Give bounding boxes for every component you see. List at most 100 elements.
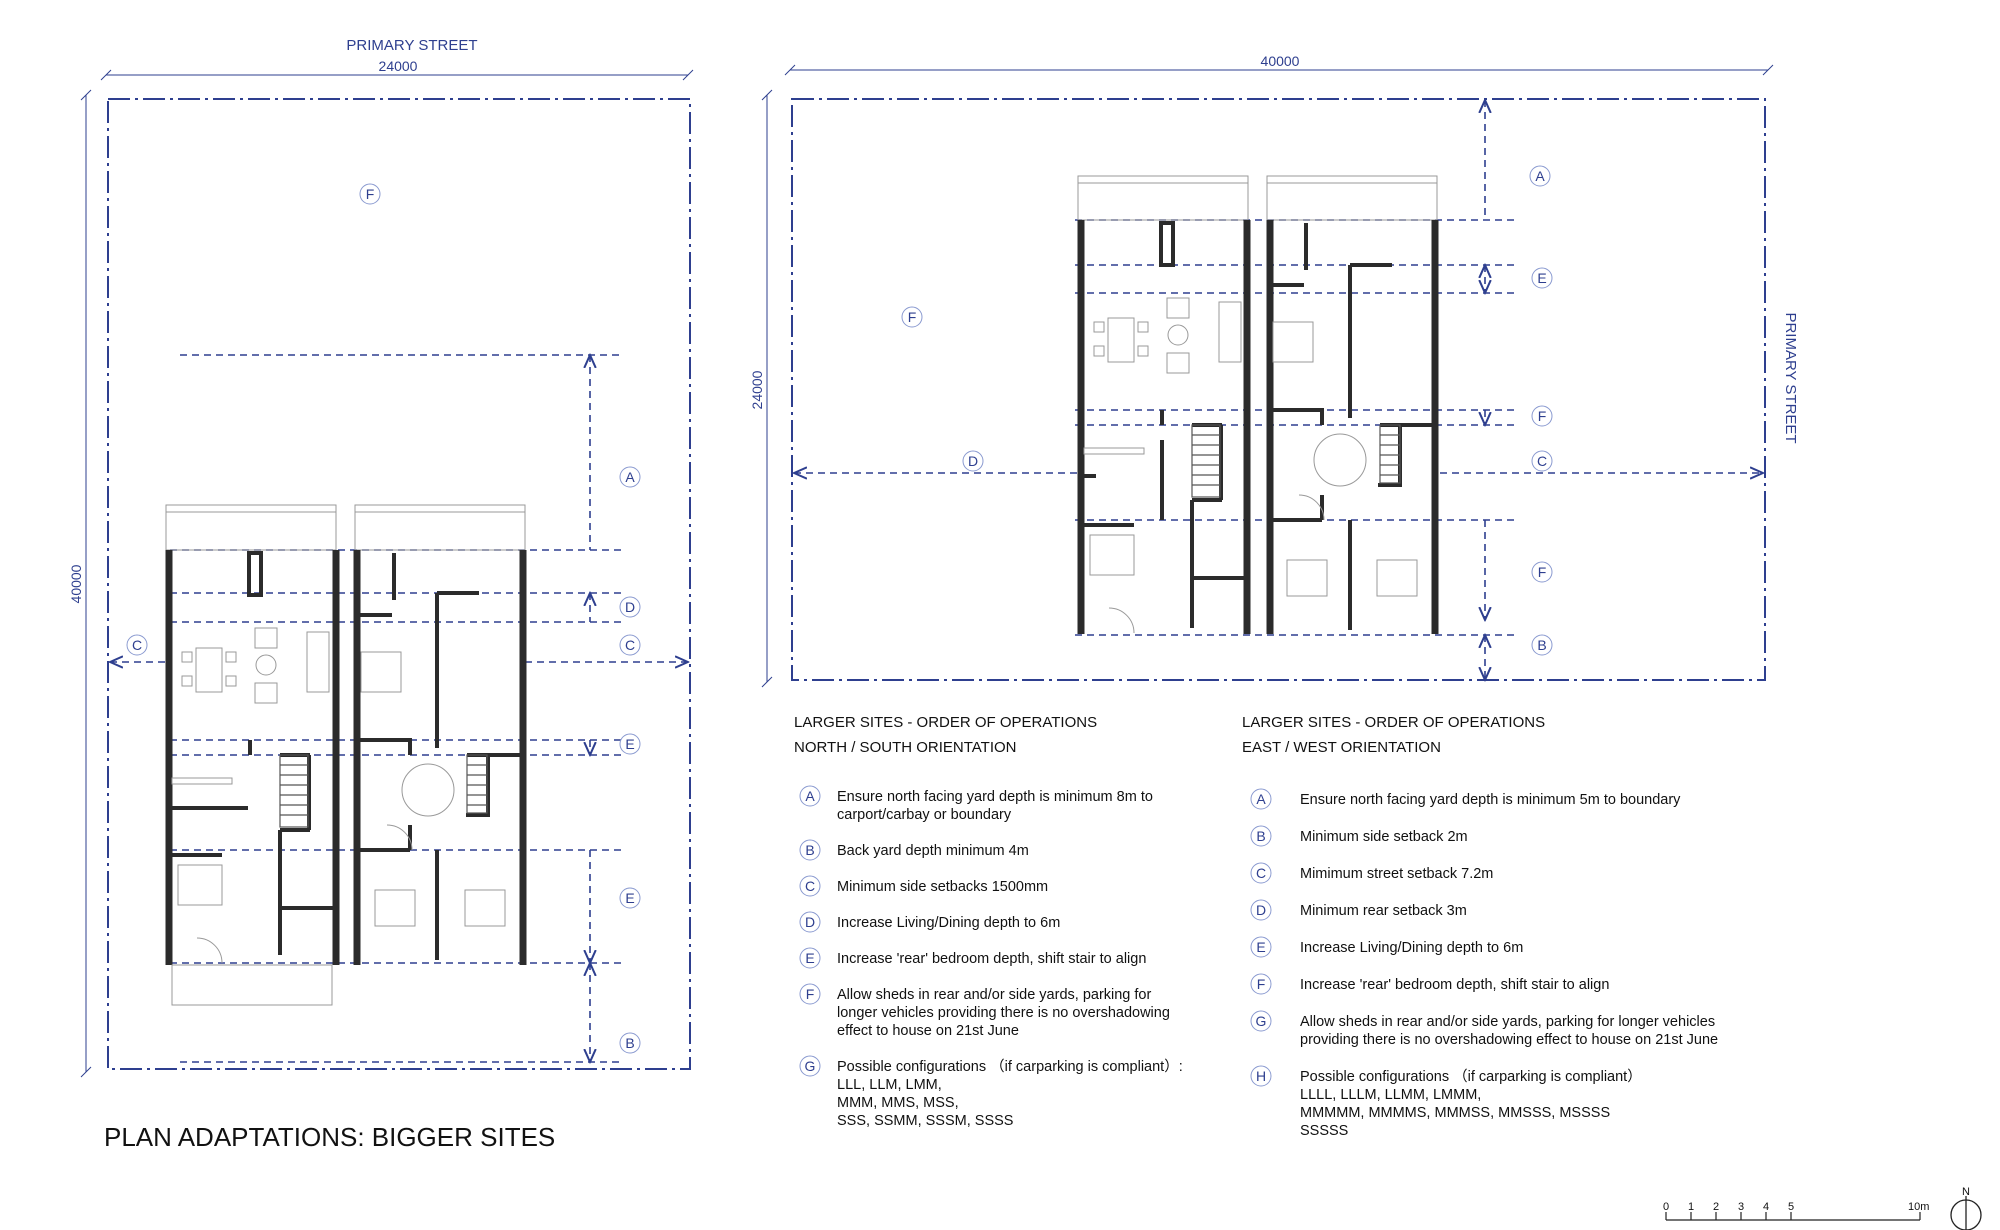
page-title: PLAN ADAPTATIONS: BIGGER SITES [104,1122,555,1152]
left-marker-C-left: C [126,634,148,656]
right-marker-C: C [1531,450,1553,472]
left-marker-C-right: C [619,634,641,656]
ew-item-text: Ensure north facing yard depth is minimu… [1300,792,1681,808]
north-label: N [1962,1186,1970,1198]
ns-item-text: SSS, SSMM, SSSM, SSSS [837,1113,1013,1129]
right-marker-F-bottom: F [1531,561,1553,583]
right-depth-dim-label: 24000 [749,370,765,409]
svg-text:D: D [968,453,978,469]
ew-item-text: Possible configurations （if carparking i… [1300,1068,1642,1085]
right-width-dimension: 40000 [784,53,1774,76]
left-street-label: PRIMARY STREET [346,37,477,54]
left-depth-dim-label: 40000 [68,564,84,603]
ew-item-a: A Ensure north facing yard depth is minim… [1250,788,1681,810]
ns-item-letter: A [805,788,815,804]
ew-heading-1: LARGER SITES - ORDER OF OPERATIONS [1242,714,1545,731]
svg-text:E: E [625,736,634,752]
ew-item-text: Minimum rear setback 3m [1300,903,1467,919]
ew-item-text: SSSSS [1300,1123,1348,1139]
ns-item-text: longer vehicles providing there is no ov… [837,1005,1170,1021]
svg-text:A: A [625,469,635,485]
svg-text:C: C [132,637,142,653]
right-marker-F-site: F [901,306,923,328]
right-floor-plan [1077,175,1439,634]
ns-item-f: F Allow sheds in rear and/or side yards, … [799,983,1170,1039]
left-marker-B: B [619,1032,641,1054]
left-width-dimension: 24000 [100,58,694,81]
ew-item-letter: F [1257,976,1266,992]
ew-item-text: LLLL, LLLM, LLMM, LMMM, [1300,1087,1481,1103]
ns-item-letter: F [806,986,815,1002]
ns-item-letter: D [805,914,815,930]
ew-item-text: Increase 'rear' bedroom depth, shift sta… [1300,977,1609,993]
svg-text:E: E [1537,270,1546,286]
svg-text:C: C [1537,453,1547,469]
ns-item-text: LLL, LLM, LMM, [837,1077,942,1093]
ns-item-letter: G [805,1058,816,1074]
svg-text:F: F [1538,408,1547,424]
left-floor-plan [165,504,527,1006]
svg-text:E: E [625,890,634,906]
ew-item-d: D Minimum rear setback 3m [1250,899,1467,921]
svg-text:C: C [625,637,635,653]
left-marker-D: D [619,596,641,618]
left-site-boundary [107,98,691,1070]
ew-item-g: G Allow sheds in rear and/or side yards, … [1250,1010,1718,1048]
ew-item-letter: G [1256,1013,1267,1029]
ns-item-text: Minimum side setbacks 1500mm [837,879,1048,895]
ew-item-text: Allow sheds in rear and/or side yards, p… [1300,1014,1715,1030]
ew-operations-list: A Ensure north facing yard depth is minim… [1250,788,1718,1139]
scale-tick-label: 2 [1713,1201,1719,1213]
ns-item-letter: E [805,950,814,966]
ns-item-a: A Ensure north facing yard depth is minim… [799,785,1153,823]
ns-item-text: MMM, MMS, MSS, [837,1095,959,1111]
ns-notes: LARGER SITES - ORDER OF OPERATIONS NORTH… [794,714,1183,1129]
scale-tick-label: 4 [1763,1201,1769,1213]
ns-heading-1: LARGER SITES - ORDER OF OPERATIONS [794,714,1097,731]
ew-item-text: Mimimum street setback 7.2m [1300,866,1493,882]
ew-item-letter: E [1256,939,1265,955]
right-marker-A: A [1529,165,1551,187]
ns-item-text: Allow sheds in rear and/or side yards, p… [837,987,1151,1003]
ns-item-text: Increase 'rear' bedroom depth, shift sta… [837,951,1146,967]
ew-item-text: MMMMM, MMMMS, MMMSS, MMSSS, MSSSS [1300,1105,1610,1121]
ew-item-text: Minimum side setback 2m [1300,829,1468,845]
ew-item-letter: H [1256,1068,1266,1084]
ns-item-text: Ensure north facing yard depth is minimu… [837,789,1153,805]
ns-item-e: E Increase 'rear' bedroom depth, shift st… [799,947,1146,969]
ew-notes: LARGER SITES - ORDER OF OPERATIONS EAST … [1242,714,1718,1139]
ew-item-letter: D [1256,902,1266,918]
scale-tick-label: 3 [1738,1201,1744,1213]
svg-text:F: F [1538,564,1547,580]
left-marker-A: A [619,466,641,488]
ew-item-letter: C [1256,865,1266,881]
left-marker-E2: E [619,887,641,909]
ew-item-text: providing there is no overshadowing effe… [1300,1032,1718,1048]
ew-item-letter: A [1256,791,1266,807]
ns-item-text: effect to house on 21st June [837,1023,1019,1039]
ew-item-c: C Mimimum street setback 7.2m [1250,862,1493,884]
ew-item-letter: B [1256,828,1265,844]
left-marker-E1: E [619,733,641,755]
ns-item-letter: B [805,842,814,858]
svg-text:F: F [908,309,917,325]
scale-end-label: 10m [1908,1201,1929,1213]
ew-item-h: H Possible configurations （if carparking … [1250,1065,1642,1139]
ns-item-text: Possible configurations （if carparking i… [837,1058,1183,1075]
svg-text:D: D [625,599,635,615]
ns-operations-list: A Ensure north facing yard depth is minim… [799,785,1183,1129]
ew-heading-2: EAST / WEST ORIENTATION [1242,739,1441,756]
left-marker-F: F [359,183,381,205]
ew-item-b: B Minimum side setback 2m [1250,825,1468,847]
left-width-dim-label: 24000 [379,58,418,74]
right-marker-F-top: F [1531,405,1553,427]
right-marker-B: B [1531,634,1553,656]
ns-heading-2: NORTH / SOUTH ORIENTATION [794,739,1017,756]
svg-text:B: B [1537,637,1546,653]
left-depth-dimension: 40000 [68,89,92,1078]
